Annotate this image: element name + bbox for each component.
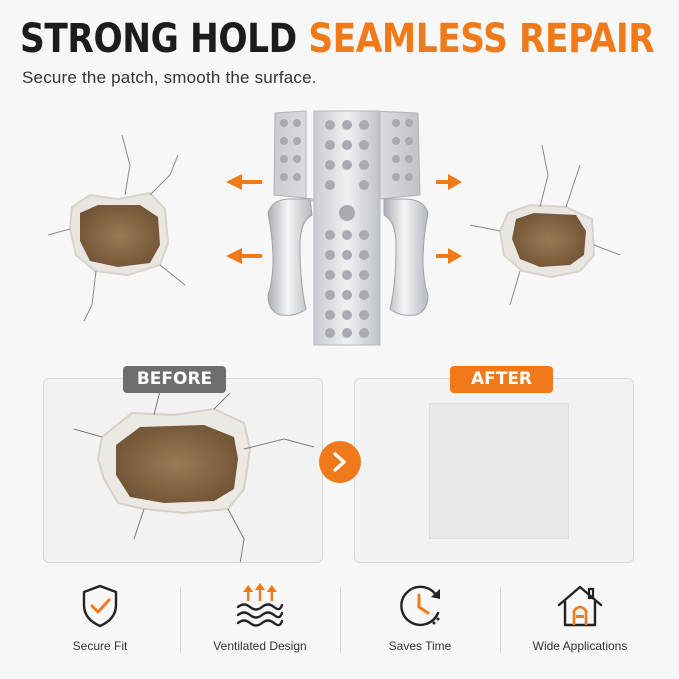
title-strong-hold: STRONG HOLD: [20, 16, 297, 62]
feature-wide-applications: Wide Applications: [500, 583, 660, 663]
before-label: BEFORE: [123, 366, 226, 393]
shield-check-icon: [82, 584, 118, 628]
after-panel: [354, 378, 634, 563]
features-row: Secure Fit Ventilated Design Saves Time: [20, 583, 660, 663]
expand-arrows: [226, 174, 462, 264]
feature-secure-fit: Secure Fit: [20, 583, 180, 663]
house-icon: [557, 585, 603, 627]
title-seamless-repair: SEAMLESS REPAIR: [308, 16, 655, 62]
page-subtitle: Secure the patch, smooth the surface.: [22, 68, 317, 87]
page-title: STRONG HOLD SEAMLESS REPAIR: [20, 14, 655, 64]
feature-ventilated-design: Ventilated Design: [180, 583, 340, 663]
clock-icon: [400, 585, 440, 627]
metal-patch: [267, 110, 429, 346]
ventilation-icon: [236, 583, 284, 627]
feature-label: Secure Fit: [72, 639, 128, 653]
before-panel: [43, 378, 323, 563]
feature-label: Wide Applications: [532, 639, 628, 653]
feature-label: Ventilated Design: [213, 639, 307, 653]
feature-saves-time: Saves Time: [340, 583, 500, 663]
hero-illustration: [47, 110, 621, 346]
chevron-right-icon: [333, 452, 346, 472]
next-arrow-button[interactable]: [319, 441, 361, 483]
applied-patch: [429, 403, 569, 539]
after-label: AFTER: [450, 366, 553, 393]
feature-label: Saves Time: [388, 639, 452, 653]
before-hole-image: [73, 379, 315, 562]
left-wall-hole: [47, 134, 186, 322]
right-wall-hole: [469, 144, 621, 306]
